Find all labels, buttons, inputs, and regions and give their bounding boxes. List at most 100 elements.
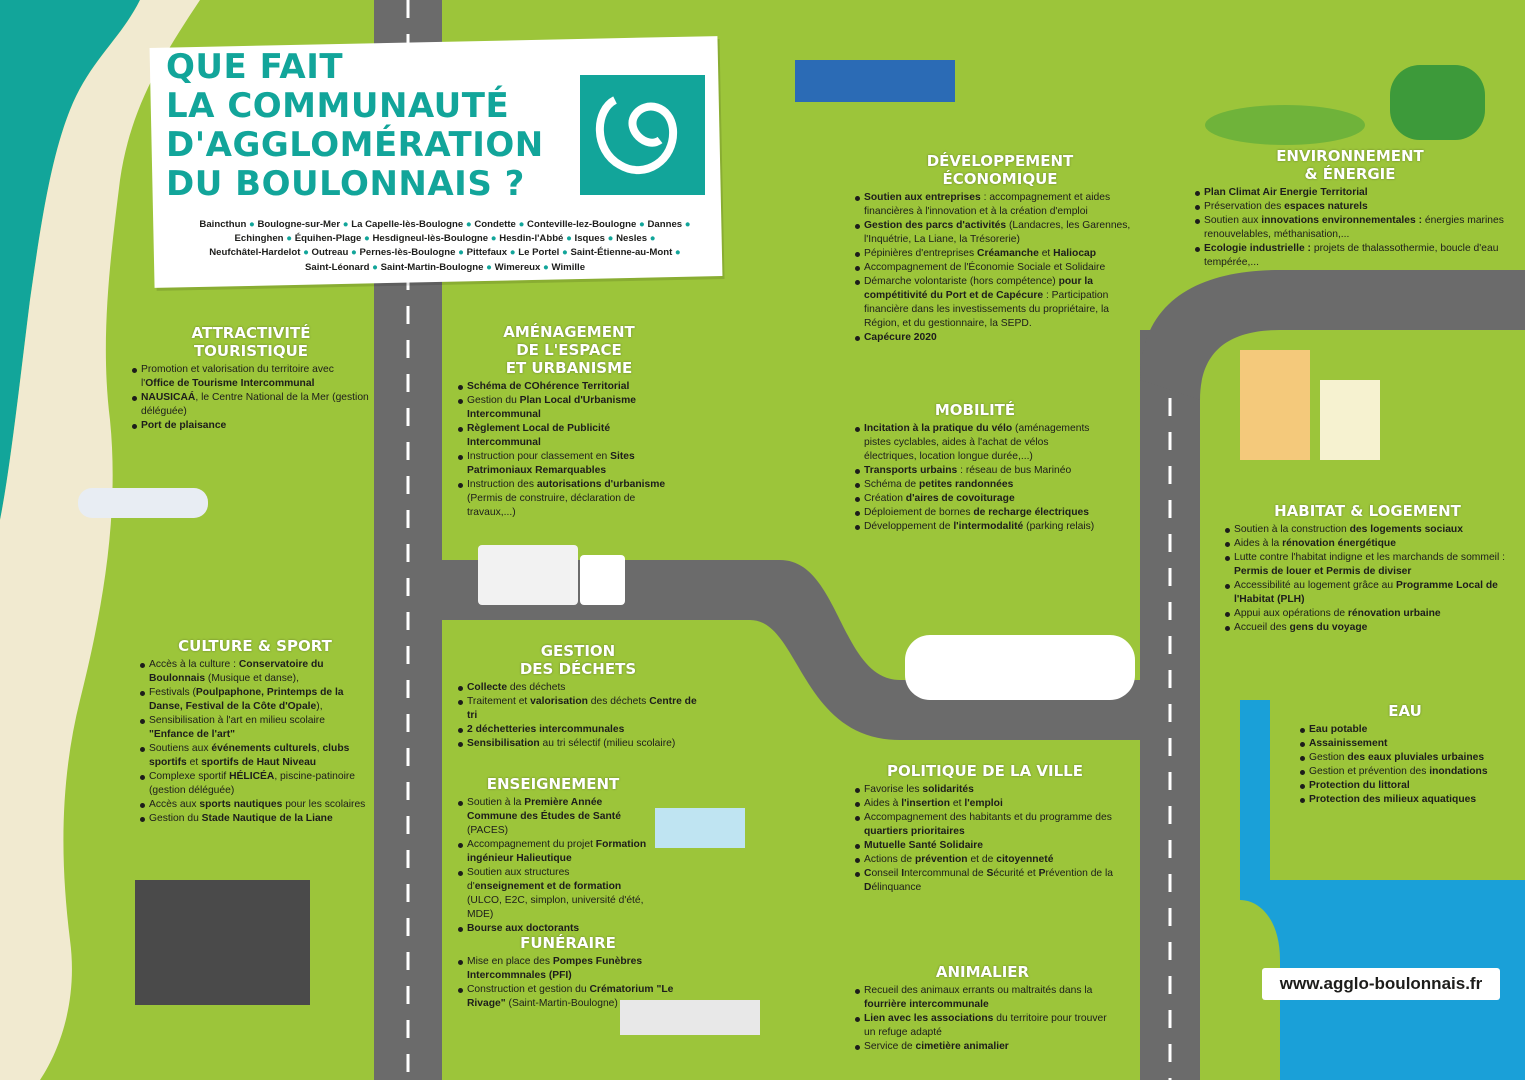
town-name: Wimille — [551, 261, 586, 273]
section-list-item: Accompagnement des habitants et du progr… — [855, 811, 1115, 839]
item-text: "Enfance de l'art" — [149, 729, 236, 740]
item-text: Soutien aux structures d' — [467, 867, 570, 892]
section-list-item: Conseil Intercommunal de Sécurité et Pré… — [855, 867, 1115, 895]
section-title-line: MOBILITÉ — [934, 401, 1016, 419]
garbage-truck-cab — [580, 555, 625, 605]
section-list-item: Favorise les solidarités — [855, 783, 1115, 797]
business-buildings — [795, 60, 955, 102]
section-list-item: Soutien à la Première Année Commune des … — [458, 796, 648, 838]
section-title-line: FUNÉRAIRE — [520, 934, 616, 952]
section-list-item: Lutte contre l'habitat indigne et les ma… — [1225, 551, 1510, 579]
item-text: HÉLICÉA — [229, 771, 275, 782]
section-list-item: Accessibilité au logement grâce au Progr… — [1225, 579, 1510, 607]
section-enseignement: ENSEIGNEMENT Soutien à la Première Année… — [458, 775, 648, 936]
item-text: Transports urbains — [864, 465, 958, 476]
town-name: Boulogne-sur-Mer — [257, 219, 341, 230]
section-title-line: DE L'ESPACE — [516, 341, 622, 359]
town-name: Équihen-Plage — [294, 233, 362, 245]
website-link[interactable]: www.agglo-boulonnais.fr — [1262, 968, 1500, 1000]
section-list-item: Déploiement de bornes de recharge électr… — [855, 506, 1095, 520]
item-text: Première Année Commune des Études de San… — [467, 797, 621, 822]
section-list: Mise en place des Pompes Funèbres Interc… — [458, 955, 678, 1011]
title-line: DU BOULONNAIS ? — [166, 164, 525, 204]
item-text: Soutien à la — [467, 797, 525, 808]
item-text: innovations environnementales : — [1261, 215, 1423, 226]
item-text: Service de — [864, 1041, 916, 1052]
sea-area — [0, 0, 140, 520]
town-separator: ● — [283, 233, 295, 245]
item-text: et — [950, 798, 965, 809]
section-list-item: Protection du littoral — [1300, 779, 1510, 793]
town-name: Condette — [474, 219, 516, 230]
item-text: Incitation à la pratique du vélo — [864, 423, 1013, 434]
section-list-item: Soutiens aux événements culturels, clubs… — [140, 742, 370, 770]
town-name: Saint-Étienne-au-Mont — [570, 247, 673, 259]
section-mobilite: MOBILITÉ Incitation à la pratique du vél… — [855, 401, 1095, 534]
item-text: Accompagnement du projet — [467, 839, 596, 850]
item-text: valorisation — [530, 696, 588, 707]
town-separator: ● — [604, 233, 617, 245]
section-title: CULTURE & SPORT — [140, 637, 370, 655]
section-list-item: Capécure 2020 — [855, 331, 1145, 345]
town-separator: ● — [340, 219, 352, 230]
town-name: Hesdigneul-lès-Boulogne — [372, 233, 489, 245]
item-text: solidarités — [922, 784, 974, 795]
item-text: Ecologie industrielle : — [1204, 243, 1311, 254]
section-list-item: Gestion du Stade Nautique de la Liane — [140, 812, 370, 826]
road-curve-top-right — [1140, 270, 1525, 400]
item-text: Formation ingénieur Halieutique — [467, 839, 647, 864]
town-name: Pittefaux — [466, 247, 508, 259]
section-list: Incitation à la pratique du vélo (aménag… — [855, 422, 1095, 534]
section-list-item: Démarche volontariste (hors compétence) … — [855, 275, 1145, 331]
item-text: Actions de — [864, 854, 915, 865]
town-name: Baincthun — [199, 219, 247, 230]
town-separator: ● — [463, 219, 475, 230]
item-text: des déchets — [507, 682, 566, 693]
item-text: Eau potable — [1309, 724, 1368, 735]
town-separator: ● — [563, 233, 575, 245]
item-text: 2 déchetteries intercommunales — [467, 724, 625, 735]
item-text: Traitement et — [467, 696, 531, 707]
item-text: Assainissement — [1309, 738, 1388, 749]
item-text: , piscine-patinoire (gestion déléguée) — [149, 771, 356, 796]
item-text: Sensibilisation à l'art en milieu scolai… — [149, 715, 325, 726]
item-text: Appui aux opérations de — [1234, 608, 1348, 619]
section-list-item: Aides à la rénovation énergétique — [1225, 537, 1510, 551]
section-list-item: Soutien à la construction des logements … — [1225, 523, 1510, 537]
section-list-item: Instruction des autorisations d'urbanism… — [458, 478, 680, 520]
section-list-item: Transports urbains : réseau de bus Marin… — [855, 464, 1095, 478]
section-title-line: & ÉNERGIE — [1304, 165, 1396, 183]
section-title: ENVIRONNEMENT& ÉNERGIE — [1195, 147, 1505, 183]
item-text: C — [864, 868, 872, 879]
item-text: clubs sportifs — [149, 743, 350, 768]
item-text: Crématorium "Le Rivage" — [467, 984, 674, 1009]
item-text: Déploiement de bornes — [864, 507, 974, 518]
apartment-building-2 — [1320, 380, 1380, 460]
town-name: Nesles — [616, 233, 648, 245]
item-text: Accessibilité au logement grâce au — [1234, 580, 1396, 591]
item-text: et — [186, 757, 202, 768]
town-name: Le Portel — [518, 247, 560, 259]
item-text: énergies marines renouvelables, méthanis… — [1204, 215, 1504, 240]
item-text: d'aires de covoiturage — [905, 493, 1015, 504]
section-title: MOBILITÉ — [855, 401, 1095, 419]
section-list-item: Incitation à la pratique du vélo (aménag… — [855, 422, 1095, 464]
item-text: prévention — [914, 854, 968, 865]
item-text: Port de plaisance — [141, 420, 227, 431]
item-text: Lien avec les associations — [864, 1013, 994, 1024]
item-text: (ULCO, E2C, simplon, université d'été, M… — [467, 895, 644, 920]
town-separator: ● — [672, 247, 681, 259]
section-list: Soutien à la construction des logements … — [1225, 523, 1510, 635]
section-list-item: Assainissement — [1300, 737, 1510, 751]
section-animalier: ANIMALIER Recueil des animaux errants ou… — [855, 963, 1110, 1054]
item-text: Conservatoire du Boulonnais — [149, 659, 324, 684]
item-text: Mutuelle Santé Solidaire — [864, 840, 984, 851]
item-text: autorisations d'urbanisme — [536, 479, 666, 490]
section-politique-ville: POLITIQUE DE LA VILLE Favorise les solid… — [855, 762, 1115, 895]
item-text: Gestion — [1309, 752, 1348, 763]
section-list-item: Règlement Local de Publicité Intercommun… — [458, 422, 680, 450]
town-name: Conteville-lez-Boulogne — [527, 219, 637, 230]
